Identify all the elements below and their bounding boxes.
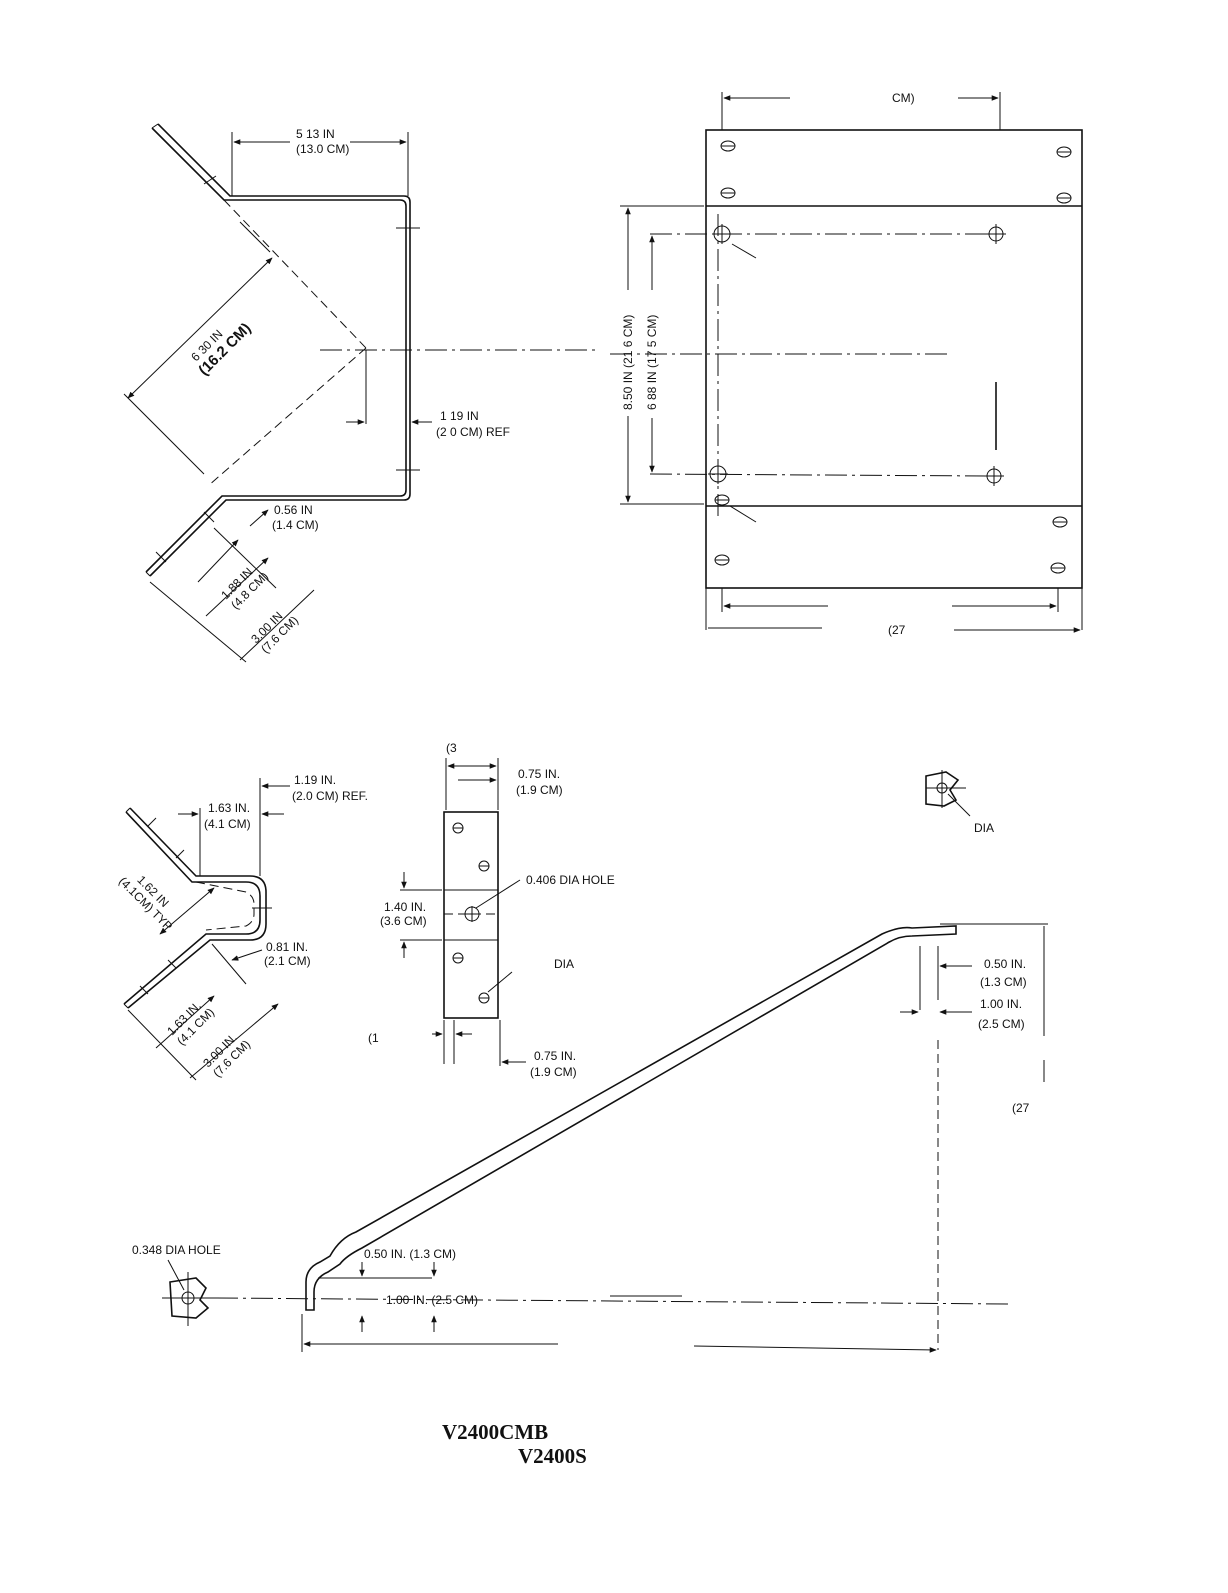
dim-0-56-in: 0.56 IN <box>274 503 313 517</box>
dim-1-40-in: 1.40 IN. <box>384 900 426 914</box>
strap-width-fragment: (1 <box>368 1031 379 1045</box>
dim-0-50-in-right: 0.50 IN. <box>984 957 1026 971</box>
dim-1-00-in-right: 1.00 IN. <box>980 997 1022 1011</box>
dim-0-81-in: 0.81 IN. <box>266 940 308 954</box>
dim-1-9-cm-bottom: (1.9 CM) <box>530 1065 577 1079</box>
slot-holes <box>714 140 1072 574</box>
dim-1-00-in-bottom: 1.00 IN. (2.5 CM) <box>386 1293 478 1307</box>
dim-1-19-in: 1 19 IN <box>440 409 479 423</box>
dim-13-0-cm: (13.0 CM) <box>296 142 349 156</box>
model-title-line-1: V2400CMB <box>442 1420 549 1444</box>
dim-8-50-in: 8.50 IN (21 6 CM) <box>621 315 635 410</box>
dim-4-1-cm-top: (4.1 CM) <box>204 817 251 831</box>
small-bracket-side-view: 1.19 IN. (2.0 CM) REF. 1.63 IN. (4.1 CM)… <box>116 773 368 1081</box>
bottom-width-fragment: (27 <box>888 623 906 637</box>
dim-1-9-cm-top: (1.9 CM) <box>516 783 563 797</box>
strap-length-fragment: (3 <box>446 741 457 755</box>
dim-6-88-in: 6 88 IN (17 5 CM) <box>645 315 659 410</box>
dim-2-1-cm: (2.1 CM) <box>264 954 311 968</box>
dim-0-75-in-bottom: 0.75 IN. <box>534 1049 576 1063</box>
bracket-side-view-top-left: 5 13 IN (13.0 CM) 6 30 IN (16.2 CM) 1 19… <box>123 123 600 663</box>
dim-2-0-cm-ref: (2 0 CM) REF <box>436 425 510 439</box>
flat-strap-view: (3 0.75 IN. (1.9 CM) 0.406 DIA HOLE DIA … <box>368 741 615 1079</box>
hole-dia-mid: DIA <box>554 957 574 971</box>
dim-2-5-cm-right: (2.5 CM) <box>978 1017 1025 1031</box>
dim-2-0-cm-ref-small: (2.0 CM) REF. <box>292 789 368 803</box>
model-title-line-2: V2400S <box>518 1444 587 1468</box>
dim-1-3-cm-right: (1.3 CM) <box>980 975 1027 989</box>
hole-0-406-dia: 0.406 DIA HOLE <box>526 873 615 887</box>
top-width-cm-fragment: CM) <box>892 91 915 105</box>
dim-3-6-cm: (3.6 CM) <box>380 914 427 928</box>
dim-0-75-in-top: 0.75 IN. <box>518 767 560 781</box>
dim-1-4-cm: (1.4 CM) <box>272 518 319 532</box>
dim-0-50-in-bottom: 0.50 IN. (1.3 CM) <box>364 1247 456 1261</box>
dim-5-13-in: 5 13 IN <box>296 127 335 141</box>
brace-height-fragment: (27 <box>1012 1101 1030 1115</box>
hole-dia-right: DIA <box>974 821 994 835</box>
dim-1-63-in-top: 1.63 IN. <box>208 801 250 815</box>
hole-0-348-dia: 0.348 DIA HOLE <box>132 1243 221 1257</box>
mounting-plate-top-right: CM) <box>610 91 1083 637</box>
dim-1-19-in-small: 1.19 IN. <box>294 773 336 787</box>
long-brace-view: DIA 0.50 IN. (1.3 CM) 1.00 IN. (2.5 CM) … <box>132 770 1048 1353</box>
round-holes <box>708 224 1006 486</box>
